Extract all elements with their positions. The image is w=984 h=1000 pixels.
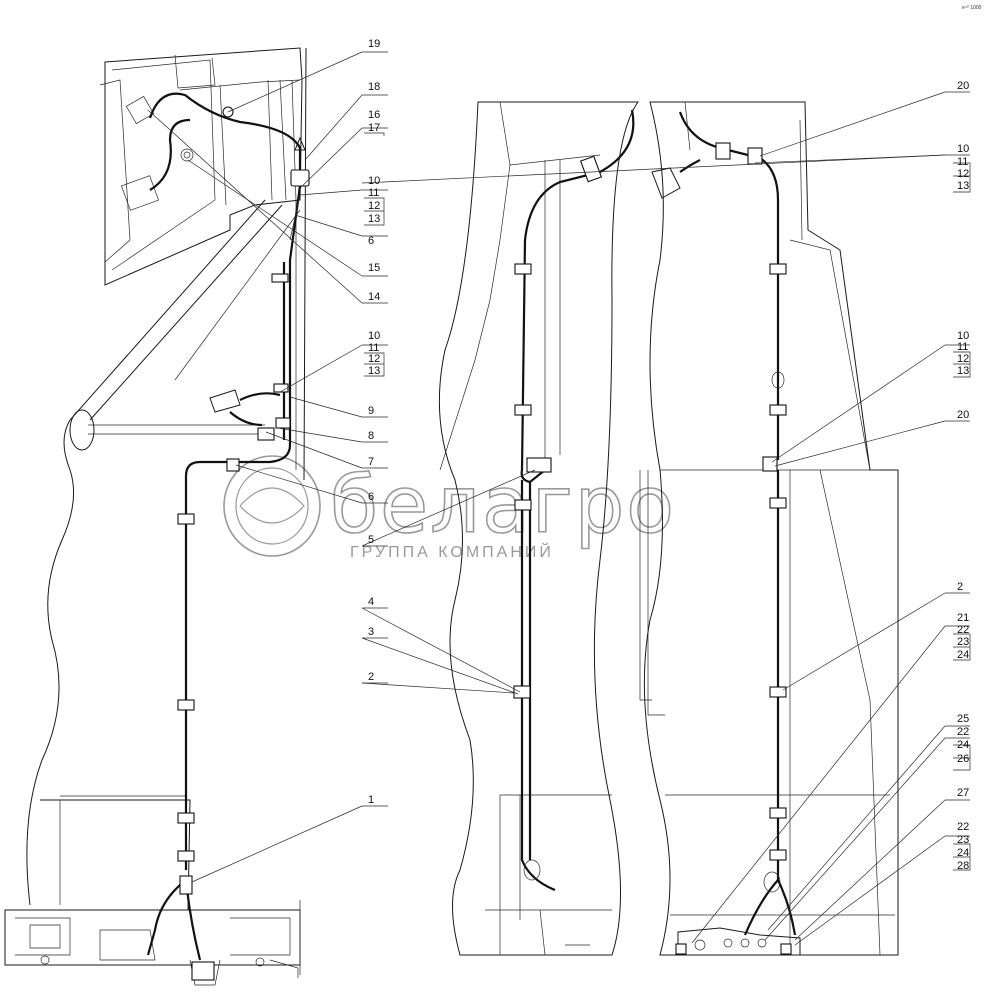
callout-24: 24 — [957, 739, 969, 751]
callout-9: 9 — [368, 405, 374, 417]
callout-12: 12 — [368, 200, 380, 212]
callout-24: 24 — [957, 649, 969, 661]
callout-6: 6 — [368, 235, 374, 247]
callout-13: 13 — [368, 213, 380, 225]
callout-2: 2 — [368, 671, 374, 683]
callout-8: 8 — [368, 430, 374, 442]
callout-12: 12 — [368, 353, 380, 365]
callouts-right: 20 10 11 12 13 10 11 12 13 20 2 21 22 23… — [957, 80, 969, 872]
leader-lines — [147, 51, 971, 946]
callouts-left: 19 18 16 17 10 11 12 13 6 15 14 10 11 12… — [368, 38, 380, 806]
callout-10: 10 — [957, 330, 969, 342]
callout-10: 10 — [368, 175, 380, 187]
callout-24: 24 — [957, 847, 969, 859]
callout-10: 10 — [957, 143, 969, 155]
callout-21: 21 — [957, 612, 969, 624]
callout-11: 11 — [368, 342, 379, 354]
callout-18: 18 — [368, 81, 380, 93]
callout-13: 13 — [957, 365, 969, 377]
callout-11: 11 — [957, 341, 968, 353]
callout-20: 20 — [957, 409, 969, 421]
left-view-structure — [4, 47, 307, 986]
callout-3: 3 — [368, 626, 374, 638]
callout-22: 22 — [957, 624, 969, 636]
callout-14: 14 — [368, 291, 380, 303]
callout-27: 27 — [957, 787, 969, 799]
callout-11: 11 — [368, 187, 379, 199]
left-cable-harness — [146, 92, 310, 981]
callout-2: 2 — [957, 581, 963, 593]
callout-19: 19 — [368, 38, 380, 50]
callout-10: 10 — [368, 330, 380, 342]
callout-16: 16 — [368, 109, 380, 121]
callout-12: 12 — [957, 168, 969, 180]
callout-22: 22 — [957, 821, 969, 833]
callout-15: 15 — [368, 262, 380, 274]
callout-23: 23 — [957, 834, 969, 846]
callout-7: 7 — [368, 456, 374, 468]
callout-23: 23 — [957, 636, 969, 648]
watermark-tagline: ГРУППА КОМПАНИЙ — [350, 542, 554, 561]
callout-11: 11 — [957, 156, 968, 168]
callout-17: 17 — [368, 122, 380, 134]
watermark: белагро ГРУППА КОМПАНИЙ — [223, 455, 676, 561]
callout-12: 12 — [957, 353, 969, 365]
callout-28: 28 — [957, 860, 969, 872]
callout-13: 13 — [368, 365, 380, 377]
callout-13: 13 — [957, 180, 969, 192]
corner-mark: e⁴⁰ 1000 — [962, 5, 982, 11]
right-view-structure — [438, 101, 899, 956]
callout-1: 1 — [368, 794, 374, 806]
callout-5: 5 — [368, 534, 374, 546]
right-cable-harness — [513, 109, 797, 955]
callout-20: 20 — [957, 80, 969, 92]
callout-25: 25 — [957, 713, 969, 725]
watermark-brand: белагро — [330, 461, 676, 551]
callout-22: 22 — [957, 726, 969, 738]
callout-26: 26 — [957, 753, 969, 765]
callout-4: 4 — [368, 596, 374, 608]
callout-6: 6 — [368, 491, 374, 503]
